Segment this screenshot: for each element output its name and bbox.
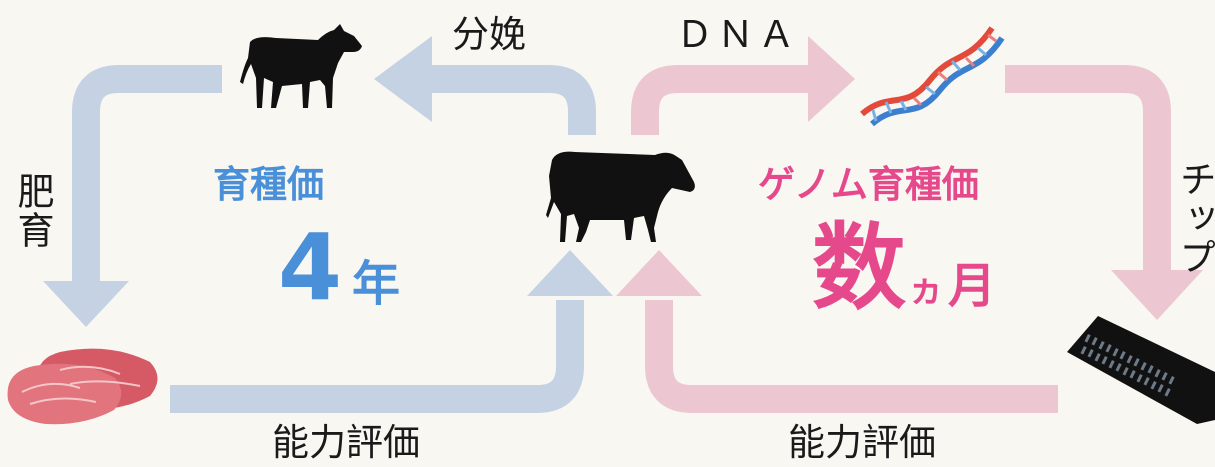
beef-icon <box>7 348 158 425</box>
label-chip: チップ <box>1173 160 1215 277</box>
arrow-head-chip <box>1111 270 1203 320</box>
arrow-head-cow-right <box>616 250 702 296</box>
label-dna: ＤＮＡ <box>676 13 799 56</box>
breeding-value-heading: 育種価 <box>213 163 324 206</box>
cow-icon <box>546 151 695 242</box>
label-performance-evaluation-right: 能力評価 <box>788 421 936 464</box>
arrow-calf-to-beef <box>72 65 222 285</box>
label-calving: 分娩 <box>452 13 526 56</box>
arrow-dna-to-chip <box>1005 65 1171 274</box>
dna-icon <box>860 26 1005 127</box>
genomic-breeding-value-unit: 月 <box>948 258 997 314</box>
genomic-breeding-value-duration: 数 <box>812 214 907 323</box>
arrow-head-calf <box>374 36 432 122</box>
arrow-beef-to-cow <box>170 300 584 413</box>
blue-cycle-arrows <box>43 36 613 413</box>
arrow-cow-to-dna <box>631 65 812 135</box>
pink-cycle-arrows <box>616 36 1203 413</box>
genomic-breeding-value-heading: ゲノム育種価 <box>758 163 979 206</box>
breeding-value-duration: 4 <box>278 214 343 321</box>
breeding-value-unit: 年 <box>352 256 401 312</box>
calf-icon <box>240 24 362 108</box>
arrow-cow-to-calf <box>428 65 596 135</box>
label-fattening: 肥育 <box>11 172 54 250</box>
arrow-head-beef <box>43 281 129 327</box>
dna-chip-icon <box>1067 316 1215 424</box>
genomic-breeding-value-counter: ヵ <box>908 269 945 310</box>
arrow-head-dna <box>808 36 855 122</box>
arrow-chip-to-cow <box>645 300 1058 413</box>
arrow-head-cow-left <box>527 250 613 296</box>
label-performance-evaluation-left: 能力評価 <box>272 421 420 464</box>
